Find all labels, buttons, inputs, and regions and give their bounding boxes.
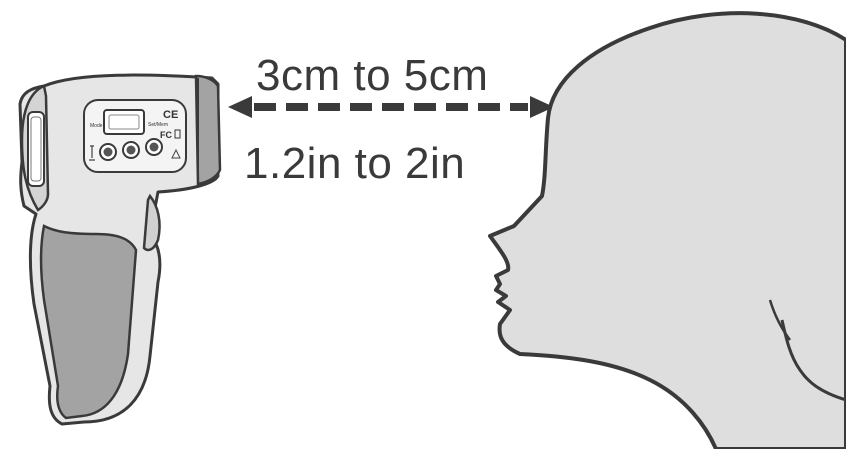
panel-button-left [100,144,116,160]
lcd-screen [104,110,144,134]
sensor-cap [196,76,220,184]
distance-label-imperial: 1.2in to 2in [244,142,465,186]
arrowhead-left [228,96,252,118]
fc-mark: FC [160,130,172,140]
set-mem-label: Set/Mem [148,122,168,128]
mode-label: Mode [90,123,103,129]
human-head-profile [490,13,846,449]
distance-label-metric: 3cm to 5cm [256,54,488,98]
panel-button-middle [123,142,139,158]
infrared-thermometer: Mode Set/Mem CE FC [20,75,220,424]
panel-button-right [146,139,162,155]
ce-mark: CE [163,109,178,121]
rear-display-window [28,112,44,186]
